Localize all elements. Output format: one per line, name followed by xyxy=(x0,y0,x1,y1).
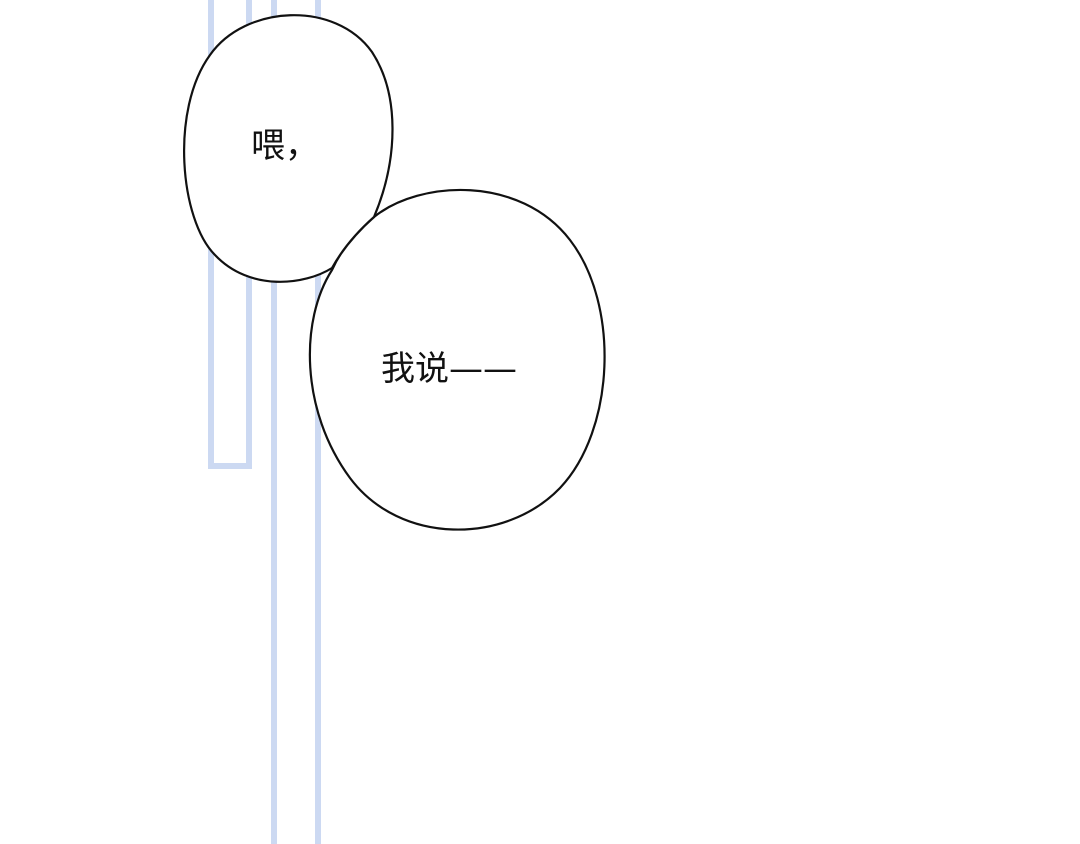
speech-bubble-lower xyxy=(308,188,606,531)
speech-text-lower: 我说—— xyxy=(381,349,517,389)
speech-bubble-upper xyxy=(183,14,394,283)
speech-text-upper: 喂， xyxy=(251,126,319,166)
